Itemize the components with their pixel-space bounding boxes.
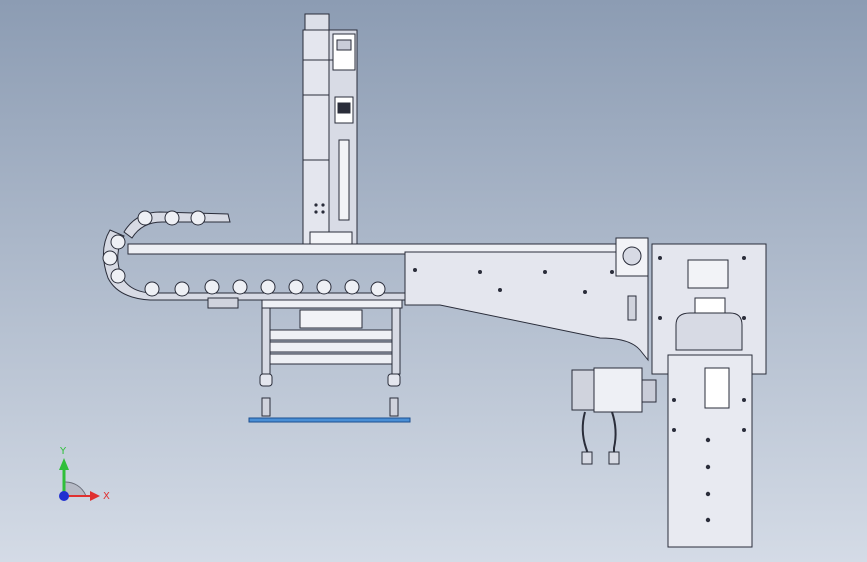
servo-motor <box>571 367 657 465</box>
coordinate-triad: Y X <box>59 446 110 502</box>
horizontal-x-beam <box>127 243 649 362</box>
suction-cups <box>259 373 401 417</box>
z-axis-dot <box>59 491 69 501</box>
carriage-frame <box>261 299 403 375</box>
valve-bracket <box>615 237 649 321</box>
vertical-z-axis-module <box>302 13 358 247</box>
base-plate <box>248 417 411 423</box>
y-axis-label: Y <box>59 446 67 457</box>
right-support-column <box>651 243 767 548</box>
x-axis-arrowhead <box>90 491 100 501</box>
y-axis-arrowhead <box>59 458 69 470</box>
x-axis-label: X <box>103 491 110 502</box>
